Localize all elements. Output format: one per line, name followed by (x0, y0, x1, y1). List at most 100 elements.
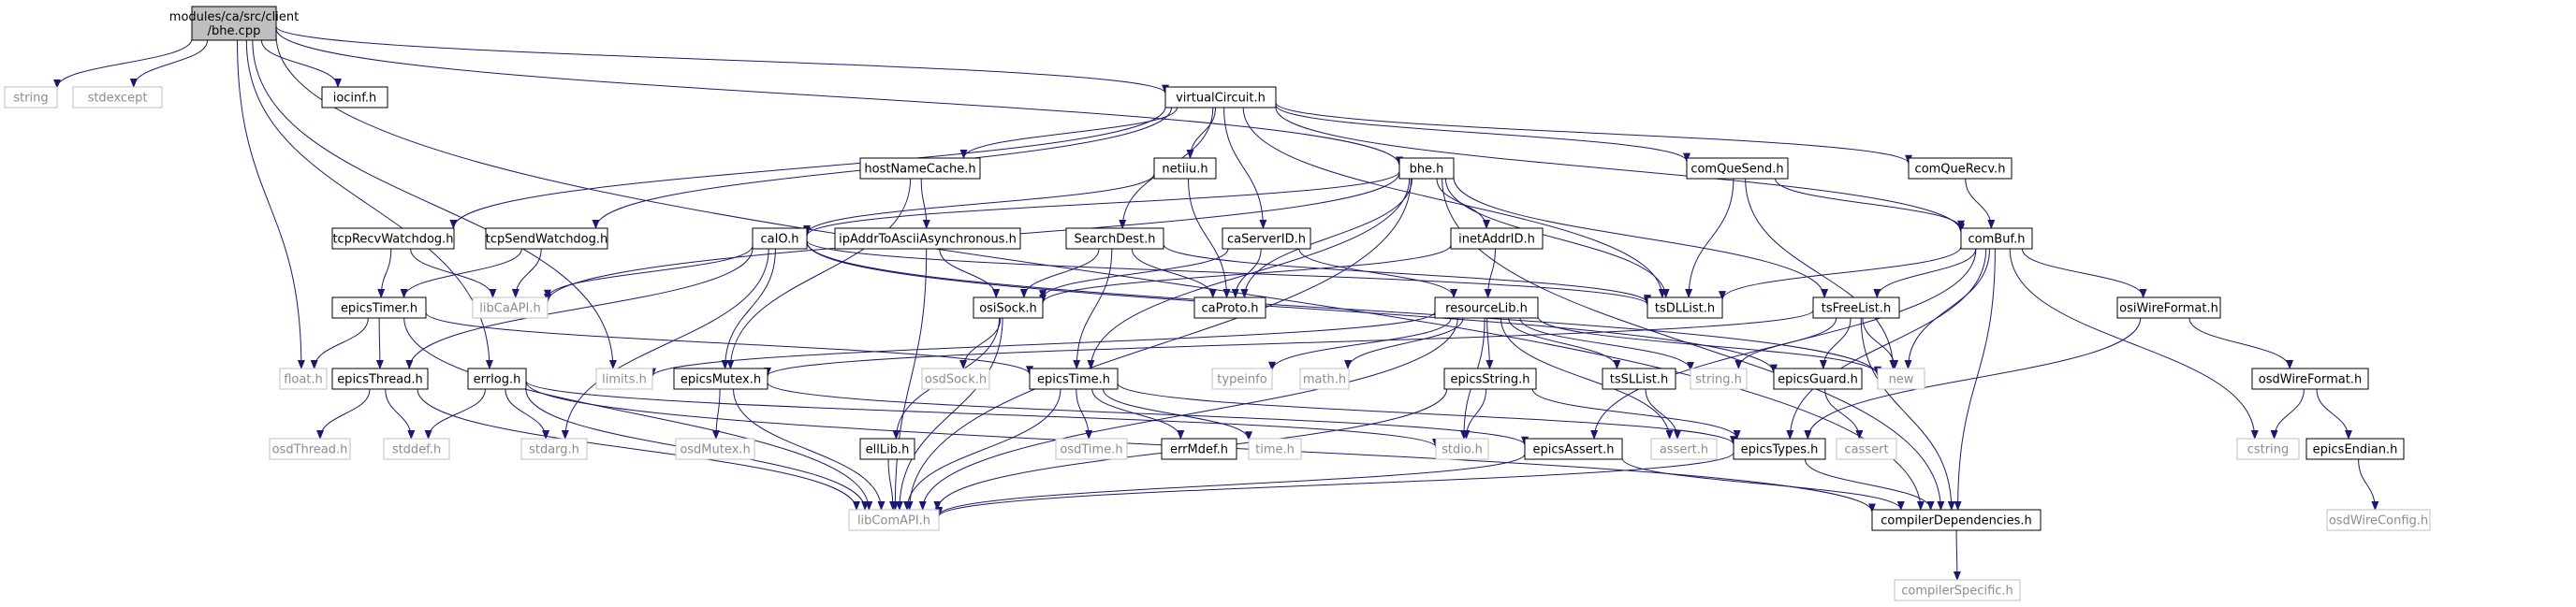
node-epicsThread_h[interactable]: epicsThread.h (331, 368, 429, 390)
edge-virtualCircuit_h-to-tcpRecvWatchdog_h (449, 107, 1166, 229)
node-box (2236, 438, 2300, 460)
node-label: epicsEndian.h (2313, 443, 2398, 457)
edge-resourceLib_h-to-string_h (1519, 317, 1694, 371)
edge-tsFreeList_h-to-epicsGuard_h (1819, 317, 1852, 369)
edge-errlog_h-to-stdarg_h (505, 388, 550, 440)
node-caProto_h[interactable]: caProto.h (1193, 296, 1266, 319)
node-label: epicsTypes.h (1741, 443, 1819, 457)
node-hostNameCache_h[interactable]: hostNameCache.h (859, 157, 981, 180)
node-iocinf_h[interactable]: iocinf.h (321, 86, 388, 108)
node-label: cstring (2247, 443, 2289, 457)
node-compilerDependencies_h[interactable]: compilerDependencies.h (1871, 509, 2042, 531)
edge-comQueRecv_h-to-comBuf_h (1965, 178, 1996, 229)
node-box (1153, 157, 1217, 180)
node-comQueRecv_h[interactable]: comQueRecv.h (1908, 157, 2012, 180)
node-errlog_h[interactable]: errlog.h (467, 368, 527, 390)
node-label: typeinfo (1217, 373, 1266, 387)
node-osdWireFormat_h[interactable]: osdWireFormat.h (2251, 368, 2369, 390)
node-tsSLList_h[interactable]: tsSLList.h (1602, 368, 1676, 390)
node-virtualCircuit_h[interactable]: virtualCircuit.h (1164, 86, 1277, 108)
node-bhe_cpp: modules/ca/src/client/bhe.cpp (169, 6, 299, 41)
node-ellLib_h[interactable]: ellLib.h (859, 438, 915, 460)
node-netiiu_h[interactable]: netiiu.h (1153, 157, 1217, 180)
node-resourceLib_h[interactable]: resourceLib.h (1434, 296, 1539, 319)
node-box (921, 368, 990, 390)
node-comBuf_h[interactable]: comBuf.h (1960, 227, 2033, 250)
node-box (1602, 368, 1676, 390)
node-box (72, 86, 163, 108)
node-label: ellLib.h (866, 443, 910, 457)
edge-comBuf_h-to-tsDLList_h (1719, 246, 1962, 301)
node-epicsEndian_h[interactable]: epicsEndian.h (2305, 438, 2405, 460)
node-epicsAssert_h[interactable]: epicsAssert.h (1524, 438, 1623, 460)
node-cassert: cassert (1836, 438, 1897, 460)
node-SearchDest_h[interactable]: SearchDest.h (1065, 227, 1164, 250)
node-epicsTypes_h[interactable]: epicsTypes.h (1733, 438, 1826, 460)
edge-osiSock_h-to-libComAPI_h (895, 317, 1003, 511)
node-inetAddrID_h[interactable]: inetAddrID.h (1450, 227, 1544, 250)
node-bhe_h[interactable]: bhe.h (1398, 157, 1455, 180)
node-box (859, 157, 981, 180)
edge-ellLib_h-to-libComAPI_h (887, 458, 897, 511)
node-errMdef_h[interactable]: errMdef.h (1161, 438, 1237, 460)
node-stdio_h: stdio.h (1435, 438, 1489, 460)
node-tsDLList_h[interactable]: tsDLList.h (1647, 296, 1723, 319)
edge-comQueSend_h-to-tsDLList_h (1685, 178, 1734, 298)
node-box (1222, 227, 1311, 250)
edge-resourceLib_h-to-libComAPI_h (918, 317, 1458, 511)
node-box (1055, 438, 1128, 460)
node-box (1029, 368, 1119, 390)
node-label: osdTime.h (1060, 443, 1122, 457)
node-comQueSend_h[interactable]: comQueSend.h (1686, 157, 1789, 180)
edge-caIO_h-to-libCaAPI_h (544, 245, 754, 299)
node-caServerID_h[interactable]: caServerID.h (1222, 227, 1311, 250)
node-label: comQueSend.h (1690, 163, 1783, 177)
node-epicsTimer_h[interactable]: epicsTimer.h (331, 296, 427, 319)
edge-epicsEndian_h-to-osdWireConfig_h (2358, 458, 2379, 511)
node-epicsMutex_h[interactable]: epicsMutex.h (673, 368, 768, 390)
node-epicsString_h[interactable]: epicsString.h (1443, 368, 1537, 390)
node-box (1733, 438, 1826, 460)
edge-virtualCircuit_h-to-comQueRecv_h (1275, 102, 1912, 165)
node-tcpSendWatchdog_h[interactable]: tcpSendWatchdog.h (485, 227, 608, 250)
node-box (1193, 296, 1266, 319)
node-label: libCaAPI.h (479, 302, 540, 316)
node-epicsGuard_h[interactable]: epicsGuard.h (1773, 368, 1863, 390)
edge-osiSock_h-to-osdSock_h (959, 317, 1002, 369)
node-ipAddrToAsciiAsynchronous_h[interactable]: ipAddrToAsciiAsynchronous.h (834, 227, 1021, 250)
edge-bhe_cpp-to-virtualCircuit_h (275, 26, 1169, 94)
node-box (1647, 296, 1723, 319)
edge-epicsTimer_h-to-float_h (310, 317, 369, 369)
node-label: SearchDest.h (1075, 233, 1156, 247)
node-epicsTime_h[interactable]: epicsTime.h (1029, 368, 1119, 390)
node-osiSock_h[interactable]: osiSock.h (973, 296, 1044, 319)
node-libCaAPI_h: libCaAPI.h (472, 296, 549, 319)
edge-SearchDest_h-to-osiSock_h (1019, 248, 1100, 298)
node-caIO_h[interactable]: caIO.h (752, 227, 808, 250)
node-box (1299, 368, 1350, 390)
edge-epicsTypes_h-to-compilerDependencies_h (1804, 458, 1935, 511)
edge-osiWireFormat_h-to-osdWireFormat_h (2188, 317, 2294, 369)
edge-epicsMutex_h-to-epicsAssert_h (767, 382, 1529, 446)
node-label: inetAddrID.h (1458, 233, 1535, 247)
node-stdexcept: stdexcept (72, 86, 163, 108)
node-new: new (1877, 368, 1925, 390)
node-box (973, 296, 1044, 319)
edge-resourceLib_h-to-tsSLList_h (1508, 317, 1621, 369)
node-tsFreeList_h[interactable]: tsFreeList.h (1812, 296, 1900, 319)
node-osiWireFormat_h[interactable]: osiWireFormat.h (2116, 296, 2221, 319)
node-box (1686, 157, 1789, 180)
edge-bhe_cpp-to-bhe_h (275, 28, 1403, 166)
node-label: stdexcept (88, 92, 148, 106)
node-box (1248, 438, 1302, 460)
node-label: ipAddrToAsciiAsynchronous.h (839, 233, 1017, 247)
node-label: osdThread.h (272, 443, 348, 457)
node-label: hostNameCache.h (864, 163, 975, 177)
edge-bhe_cpp-to-compilerDependencies_h (275, 35, 1925, 511)
node-compilerSpecific_h: compilerSpecific.h (1894, 579, 2021, 601)
node-box (520, 438, 588, 460)
edge-comQueSend_h-to-comBuf_h (1775, 178, 1965, 230)
node-box (752, 227, 808, 250)
node-tcpRecvWatchdog_h[interactable]: tcpRecvWatchdog.h (331, 227, 455, 250)
